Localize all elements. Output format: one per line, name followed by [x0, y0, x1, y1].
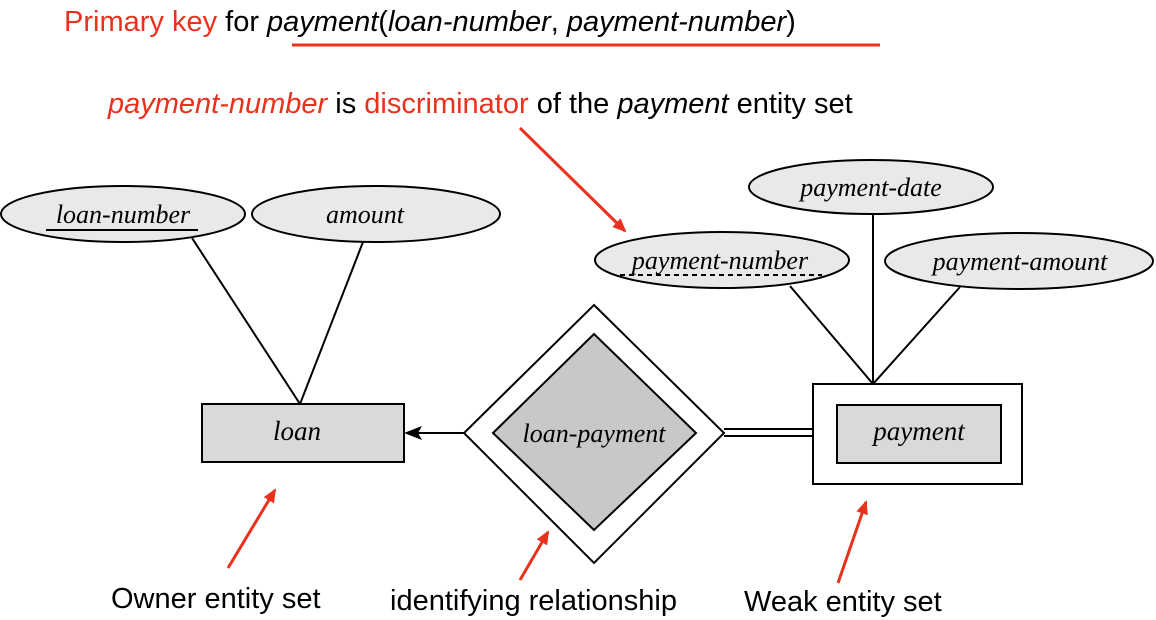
attribute-loan-number: loan-number	[0, 185, 246, 243]
weak-entity-set-label: Weak entity set	[744, 586, 942, 618]
attribute-amount: amount	[251, 185, 501, 243]
note-entity: payment	[616, 88, 730, 120]
attribute-payment-amount: payment-amount	[884, 232, 1154, 290]
attribute-payment-number-label: payment-number	[630, 246, 809, 275]
relationship-inner-diamond	[491, 332, 698, 532]
headline-attr-payment-number: payment-number	[566, 6, 788, 38]
headline-for: for	[217, 6, 267, 38]
headline-open-paren: (	[378, 6, 388, 38]
relationship-loan-payment: loan-payment	[462, 303, 726, 565]
entity-payment-label: payment	[871, 416, 966, 446]
discriminator-arrow	[518, 126, 627, 233]
attribute-loan-number-label: loan-number	[56, 200, 191, 229]
headline-close-paren: )	[786, 6, 796, 38]
note-entity-set: entity set	[729, 88, 853, 120]
attribute-payment-number: payment-number	[594, 231, 850, 289]
edge-payment-number-payment	[789, 285, 874, 385]
note-of-the: of the	[529, 88, 618, 120]
owner-arrow	[226, 488, 277, 569]
identifying-arrow	[518, 530, 550, 581]
relationship-loan-payment-label: loan-payment	[523, 419, 667, 448]
note-attr: payment-number	[107, 88, 329, 120]
entity-loan: loan	[201, 403, 405, 463]
edge-relationship-loan-arrowhead	[404, 426, 422, 440]
discriminator-note: payment-number is discriminator of the p…	[107, 88, 853, 120]
attribute-amount-label: amount	[326, 200, 405, 229]
edge-loan-number-loan	[191, 237, 301, 405]
headline-entity: payment	[266, 6, 380, 38]
entity-loan-label: loan	[273, 416, 321, 446]
attribute-payment-date-label: payment-date	[798, 173, 942, 202]
headline-attr-loan-number: loan-number	[388, 6, 552, 38]
identifying-relationship-label: identifying relationship	[390, 585, 677, 617]
weak-entity-inner-border	[836, 404, 1002, 464]
entity-payment-weak: payment	[812, 383, 1023, 485]
weak-arrow	[836, 500, 868, 584]
discriminator-term: discriminator	[364, 88, 529, 120]
owner-entity-set-label: Owner entity set	[111, 583, 321, 615]
edge-payment-amount-payment	[872, 286, 961, 385]
attribute-payment-amount-label: payment-amount	[931, 247, 1109, 276]
primary-key-headline: Primary key for payment(loan-number, pay…	[64, 6, 796, 38]
attribute-payment-date: payment-date	[748, 159, 994, 215]
primary-key-term: Primary key	[64, 6, 218, 38]
note-is: is	[327, 88, 364, 120]
headline-comma: ,	[551, 6, 567, 38]
edge-amount-loan	[299, 241, 364, 405]
